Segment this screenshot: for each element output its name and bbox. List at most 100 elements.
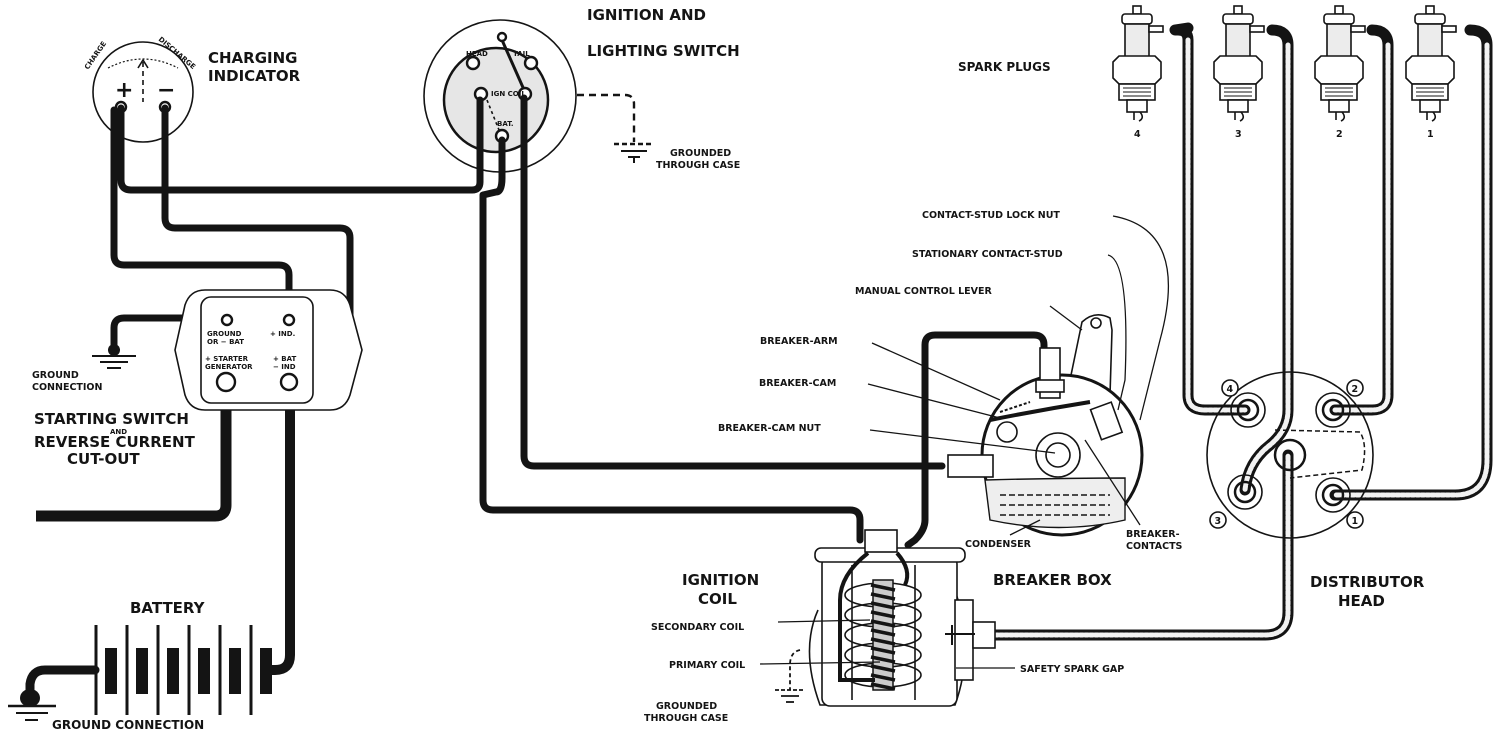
primary-coil-windings — [870, 583, 896, 691]
cutout-ground-conn-label-1: GROUND — [32, 370, 79, 381]
primary-winding-turn — [870, 601, 896, 610]
cutout-case — [174, 289, 363, 411]
label-breaker-contacts-1: BREAKER- — [1126, 529, 1180, 540]
distributor-title-2: HEAD — [1338, 592, 1385, 610]
battery: BATTERY GROUND CONNECTION — [8, 599, 272, 732]
cutout-ind-label: + IND. — [270, 330, 295, 338]
switch-head-label: HEAD — [466, 50, 488, 58]
wire-breaker-to-coil — [904, 331, 1048, 549]
breaker-primary-terminal — [947, 454, 994, 478]
distributor-cap — [1206, 371, 1374, 539]
battery-thick-plate — [136, 648, 148, 694]
label-stationary-contact-stud: STATIONARY CONTACT-STUD — [912, 249, 1063, 260]
switch-terminal-tail — [523, 55, 539, 71]
switch-ground-icon — [614, 142, 654, 163]
distributor-center-terminal — [1273, 438, 1307, 472]
cutout-ground-icon — [92, 355, 136, 369]
breaker-cam-nut — [1045, 442, 1071, 468]
battery-thick-plate — [105, 648, 117, 694]
switch-title-2: LIGHTING SWITCH — [587, 42, 740, 60]
label-breaker-contacts-2: CONTACTS — [1126, 541, 1183, 552]
label-breaker-cam: BREAKER-CAM — [759, 378, 836, 389]
primary-winding-turn — [870, 628, 896, 637]
primary-winding-turn — [870, 583, 896, 592]
distributor-rotor — [1274, 429, 1366, 479]
coil-ground-lead — [789, 649, 801, 690]
battery-thick-plate — [260, 648, 272, 694]
label-breaker-arm: BREAKER-ARM — [760, 336, 838, 347]
primary-winding-turn — [870, 664, 896, 673]
switch-ign-coil-label: IGN COIL — [491, 90, 526, 98]
cutout-bat-label-1: + BAT — [273, 355, 297, 363]
battery-ground-icon — [8, 704, 56, 721]
cable-plug-1 — [1329, 24, 1493, 501]
high-tension-cables — [989, 22, 1493, 641]
terminal-number-badge — [1209, 511, 1227, 529]
coil-title-2: COIL — [698, 590, 737, 608]
battery-ground-cable — [25, 665, 100, 703]
indicator-minus: − — [157, 78, 175, 103]
label-safety-spark-gap: SAFETY SPARK GAP — [1020, 664, 1124, 675]
cutout-title-2: AND — [110, 428, 127, 436]
primary-winding-turn — [870, 619, 896, 628]
coil-ht-terminal — [972, 621, 996, 649]
spark-plug-4: 4 — [1112, 5, 1164, 140]
distributor-terminal-2: 2 — [1315, 379, 1364, 428]
wire-cutout-ground — [110, 314, 217, 352]
ignition-lighting-switch: HEAD TAIL IGN COIL BAT. IGNITION AND LIG… — [423, 6, 740, 173]
cutout-bat-label-2: − IND — [273, 363, 296, 371]
coil-ground-label-2: THROUGH CASE — [644, 713, 728, 724]
distributor-terminal-1: 1 — [1315, 477, 1364, 529]
distributor-title-1: DISTRIBUTOR — [1310, 573, 1425, 591]
primary-winding-turn — [870, 673, 896, 682]
indicator-discharge-label: DISCHARGE — [157, 35, 197, 71]
cutout-title-4: CUT-OUT — [67, 450, 140, 468]
battery-plates — [94, 625, 272, 715]
low-tension-wiring — [36, 94, 1048, 675]
indicator-title-1: CHARGING — [208, 49, 297, 67]
spark-plug-number: 2 — [1336, 129, 1343, 140]
coil-terminal-post — [864, 529, 898, 553]
switch-bat-label: BAT. — [497, 120, 514, 128]
switch-title-1: IGNITION AND — [587, 6, 706, 24]
label-contact-stud-lock-nut: CONTACT-STUD LOCK NUT — [922, 210, 1060, 221]
spark-plugs-title: SPARK PLUGS — [958, 60, 1051, 74]
wire-battery-cable — [261, 380, 295, 675]
wire-switch-to-coil — [479, 136, 864, 544]
spark-plug-1: 1 — [1405, 5, 1457, 140]
cable-plug-2 — [1329, 24, 1394, 416]
cutout-title-3: REVERSE CURRENT — [34, 433, 196, 451]
cutout-ground-label-1: GROUND — [207, 330, 242, 338]
switch-tail-label: TAIL — [513, 50, 530, 58]
wire-starter-cable — [36, 385, 232, 522]
label-condenser: CONDENSER — [965, 539, 1032, 550]
terminal-number: 1 — [1352, 516, 1359, 527]
wire-indicator-to-switch — [117, 96, 484, 194]
indicator-plus: + — [115, 78, 133, 103]
battery-ground-label: GROUND CONNECTION — [52, 718, 204, 732]
coil-secondary-lead — [838, 551, 875, 682]
switch-lever — [500, 39, 527, 93]
terminal-number: 3 — [1215, 516, 1222, 527]
switch-terminal-head — [465, 55, 481, 71]
breaker-box-title: BREAKER BOX — [993, 571, 1112, 589]
switch-pivot — [496, 31, 508, 43]
starting-switch-cutout: GROUND OR − BAT + IND. + STARTER GENERAT… — [32, 289, 363, 468]
wire-switch-to-breaker — [520, 94, 946, 470]
coil-title-1: IGNITION — [682, 571, 759, 589]
cutout-ground-label-2: OR − BAT — [207, 338, 244, 346]
terminal-number: 4 — [1227, 384, 1234, 395]
needle-arrow-icon — [137, 58, 149, 69]
primary-winding-turn — [870, 682, 896, 691]
cutout-starter-label-2: GENERATOR — [205, 363, 253, 371]
distributor-head: 4 2 3 1 DISTRIBUTOR HEAD — [1206, 371, 1425, 610]
ignition-coil: IGNITION COIL SECONDARY COIL PRIMARY COI… — [644, 529, 1124, 724]
primary-winding-turn — [870, 592, 896, 601]
cutout-starter-label-1: + STARTER — [205, 355, 249, 363]
primary-winding-turn — [870, 646, 896, 655]
cable-plug-4 — [1169, 22, 1251, 416]
label-manual-control-lever: MANUAL CONTROL LEVER — [855, 286, 993, 297]
spark-plug-2: 2 — [1314, 5, 1366, 140]
distributor-terminals: 4 2 3 1 — [1209, 379, 1364, 529]
